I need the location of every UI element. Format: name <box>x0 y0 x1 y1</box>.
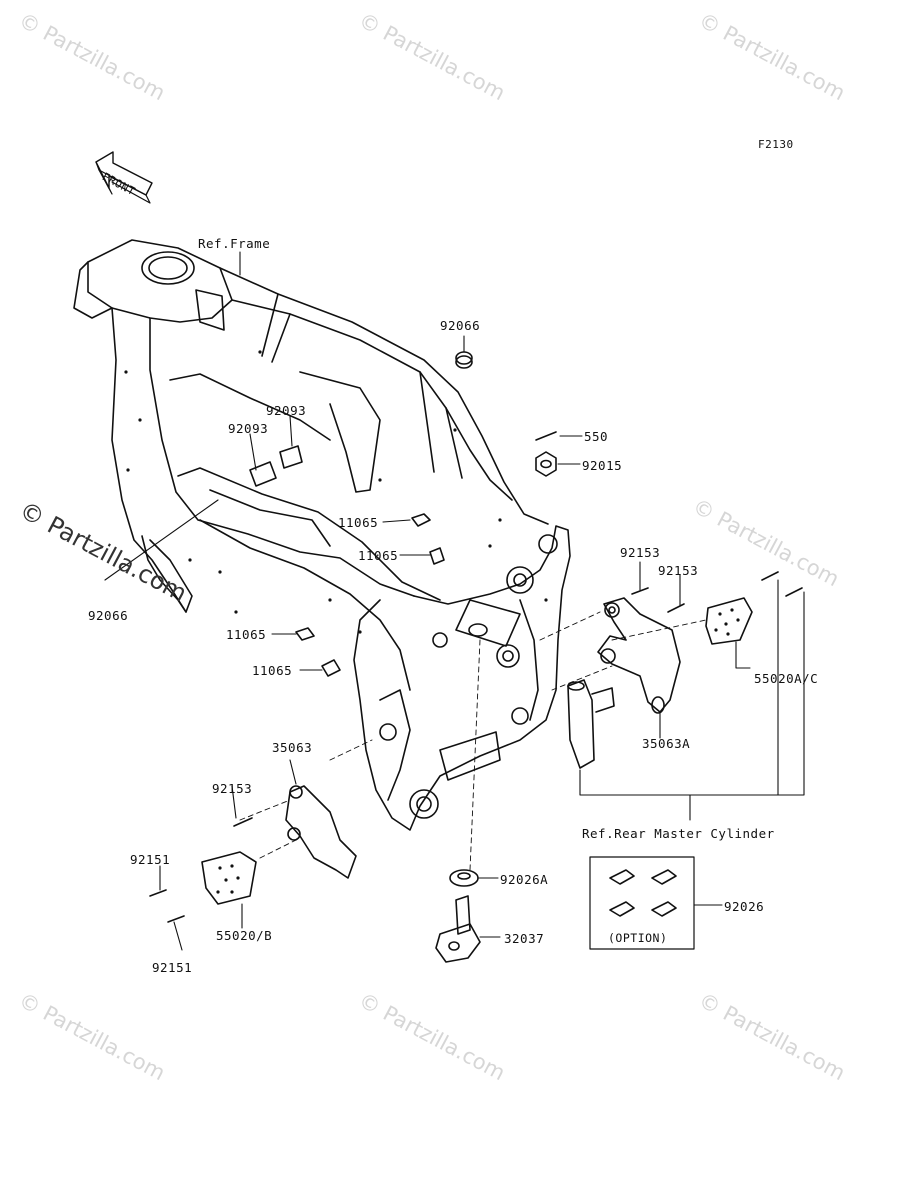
part-number-550[interactable]: 550 <box>584 429 609 444</box>
grommet-92066-top <box>455 351 473 369</box>
ref-frame-label: Ref.Frame <box>198 236 271 251</box>
part-number-11065[interactable]: 11065 <box>252 663 293 678</box>
part-number-92026A[interactable]: 92026A <box>500 872 549 887</box>
motorcycle-frame <box>73 239 571 831</box>
nut-92015 <box>535 451 557 477</box>
part-number-35063A[interactable]: 35063A <box>642 736 691 751</box>
ref-rear-master-cylinder-label: Ref.Rear Master Cylinder <box>582 826 775 841</box>
part-number-92093[interactable]: 92093 <box>266 403 307 418</box>
part-number-92153[interactable]: 92153 <box>620 545 661 560</box>
part-number-55020-B[interactable]: 55020/B <box>216 928 273 943</box>
part-number-92153[interactable]: 92153 <box>212 781 253 796</box>
part-number-92093[interactable]: 92093 <box>228 421 269 436</box>
part-number-32037[interactable]: 32037 <box>504 931 545 946</box>
part-number-92026[interactable]: 92026 <box>724 899 765 914</box>
part-number-92015[interactable]: 92015 <box>582 458 623 473</box>
footrest-bracket-35063 <box>285 785 357 879</box>
option-label: (OPTION) <box>608 931 668 945</box>
cotter-pin-550 <box>535 431 557 441</box>
part-number-92151[interactable]: 92151 <box>130 852 171 867</box>
part-number-55020A-C[interactable]: 55020A/C <box>754 671 819 686</box>
part-number-92153[interactable]: 92153 <box>658 563 699 578</box>
heel-guard-55020A <box>705 597 753 645</box>
bolt-92153 <box>631 571 803 613</box>
washer-92026A <box>449 869 479 887</box>
stud-32037 <box>435 895 481 963</box>
footrest-bracket-35063A <box>597 597 681 714</box>
heel-guard-55020B <box>201 851 257 905</box>
grommet-11065 <box>295 513 445 677</box>
option-shim-box <box>589 856 695 950</box>
label-sticker-92093 <box>249 445 303 487</box>
alignment-lines <box>239 611 707 871</box>
leader-lines <box>104 251 805 951</box>
part-number-11065[interactable]: 11065 <box>226 627 267 642</box>
screw-92151 <box>149 817 253 923</box>
part-number-11065[interactable]: 11065 <box>358 548 399 563</box>
part-number-35063[interactable]: 35063 <box>272 740 313 755</box>
part-number-92151[interactable]: 92151 <box>152 960 193 975</box>
rear-master-cylinder <box>567 679 615 769</box>
front-arrow-icon <box>95 151 153 204</box>
diagram-code: F2130 <box>758 138 794 151</box>
part-number-11065[interactable]: 11065 <box>338 515 379 530</box>
part-number-92066[interactable]: 92066 <box>88 608 129 623</box>
part-number-92066[interactable]: 92066 <box>440 318 481 333</box>
